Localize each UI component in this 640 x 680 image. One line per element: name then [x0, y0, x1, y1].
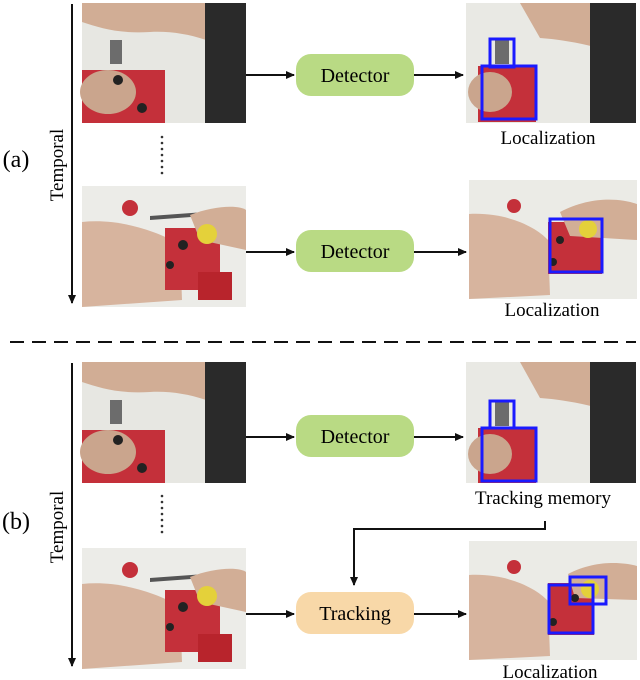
output-frame-b1: [466, 362, 636, 483]
bbox-b2-tracked: [568, 575, 608, 606]
bbox-a2: [548, 217, 604, 274]
output-frame-a1: [466, 3, 636, 123]
bbox-b2-memory: [547, 583, 595, 635]
bbox-b1-large: [480, 426, 538, 483]
detector-label-a1: Detector: [321, 65, 390, 87]
output-label-a2: Localization: [505, 300, 600, 321]
input-frame-a1: [80, 3, 246, 123]
output-frame-a2: [469, 180, 637, 299]
output-frame-b2: [469, 541, 637, 660]
ellipsis-b: [160, 494, 164, 534]
bbox-a1-large: [480, 64, 538, 121]
detector-box-a1: [296, 54, 414, 96]
ellipsis-a: [160, 135, 164, 175]
detector-box-a2: [296, 230, 414, 272]
panel-b: Temporal (b) Detector Tracking: [2, 362, 637, 680]
input-frame-b1: [80, 362, 246, 483]
tracking-memory-arrow: [350, 521, 546, 586]
panel-a: Temporal (a) Detector Loc: [3, 3, 637, 321]
input-frame-b2: [82, 548, 246, 669]
output-label-b1: Tracking memory: [475, 488, 611, 509]
temporal-axis-label: Temporal: [47, 129, 68, 202]
tracking-box-b2: [296, 592, 414, 634]
panel-tag-a: (a): [3, 147, 30, 173]
panel-tag-b: (b): [2, 509, 30, 535]
temporal-axis-label-b: Temporal: [47, 491, 68, 564]
detector-label-a2: Detector: [321, 241, 390, 263]
detector-box-b1: [296, 415, 414, 457]
detector-label-b1: Detector: [321, 426, 390, 448]
tracking-label-b2: Tracking: [319, 603, 390, 625]
input-frame-a2: [82, 186, 246, 307]
output-label-b2: Localization: [503, 662, 598, 680]
output-label-a1: Localization: [501, 128, 596, 149]
